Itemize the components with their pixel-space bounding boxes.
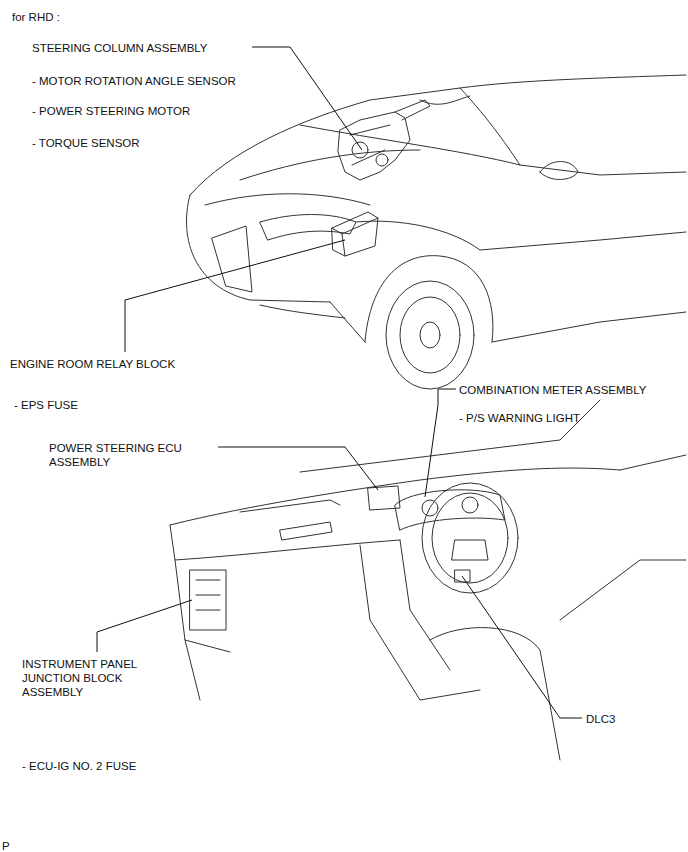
part-name: ENGINE ROOM RELAY BLOCK <box>10 357 175 371</box>
sub-part: - POWER STEERING MOTOR <box>32 104 190 118</box>
sub-part: - MOTOR ROTATION ANGLE SENSOR <box>32 74 236 88</box>
part-name: POWER STEERING ECU ASSEMBLY <box>49 441 189 469</box>
part-name: INSTRUMENT PANEL JUNCTION BLOCK ASSEMBLY <box>22 657 140 699</box>
part-name: STEERING COLUMN ASSEMBLY <box>32 41 208 55</box>
label-holder: - P/S WARNING LIGHT <box>459 411 580 425</box>
label-holder: - MOTOR ROTATION ANGLE SENSOR <box>32 74 236 88</box>
label-holder: - EPS FUSE <box>14 398 78 412</box>
sub-part: - EPS FUSE <box>14 398 78 412</box>
page-title: for RHD : <box>12 10 60 24</box>
label-holder: - ECU-IG NO. 2 FUSE <box>22 759 136 773</box>
figure-code: P <box>2 839 10 852</box>
label-holder: POWER STEERING ECU ASSEMBLY <box>49 441 189 469</box>
label-holder: for RHD : <box>12 10 60 24</box>
label-holder: ENGINE ROOM RELAY BLOCK <box>10 357 175 371</box>
label-holder: - TORQUE SENSOR <box>32 136 140 150</box>
label-holder: COMBINATION METER ASSEMBLY <box>459 383 646 397</box>
sub-part: - TORQUE SENSOR <box>32 136 140 150</box>
part-name: COMBINATION METER ASSEMBLY <box>459 383 646 397</box>
label-holder: P <box>2 839 10 852</box>
sub-part: - P/S WARNING LIGHT <box>459 411 580 425</box>
part-name: DLC3 <box>586 712 615 726</box>
sub-part: - ECU-IG NO. 2 FUSE <box>22 759 136 773</box>
label-holder: STEERING COLUMN ASSEMBLY <box>32 41 208 55</box>
label-holder: INSTRUMENT PANEL JUNCTION BLOCK ASSEMBLY <box>22 657 140 699</box>
label-holder: - POWER STEERING MOTOR <box>32 104 190 118</box>
label-holder: DLC3 <box>586 712 615 726</box>
